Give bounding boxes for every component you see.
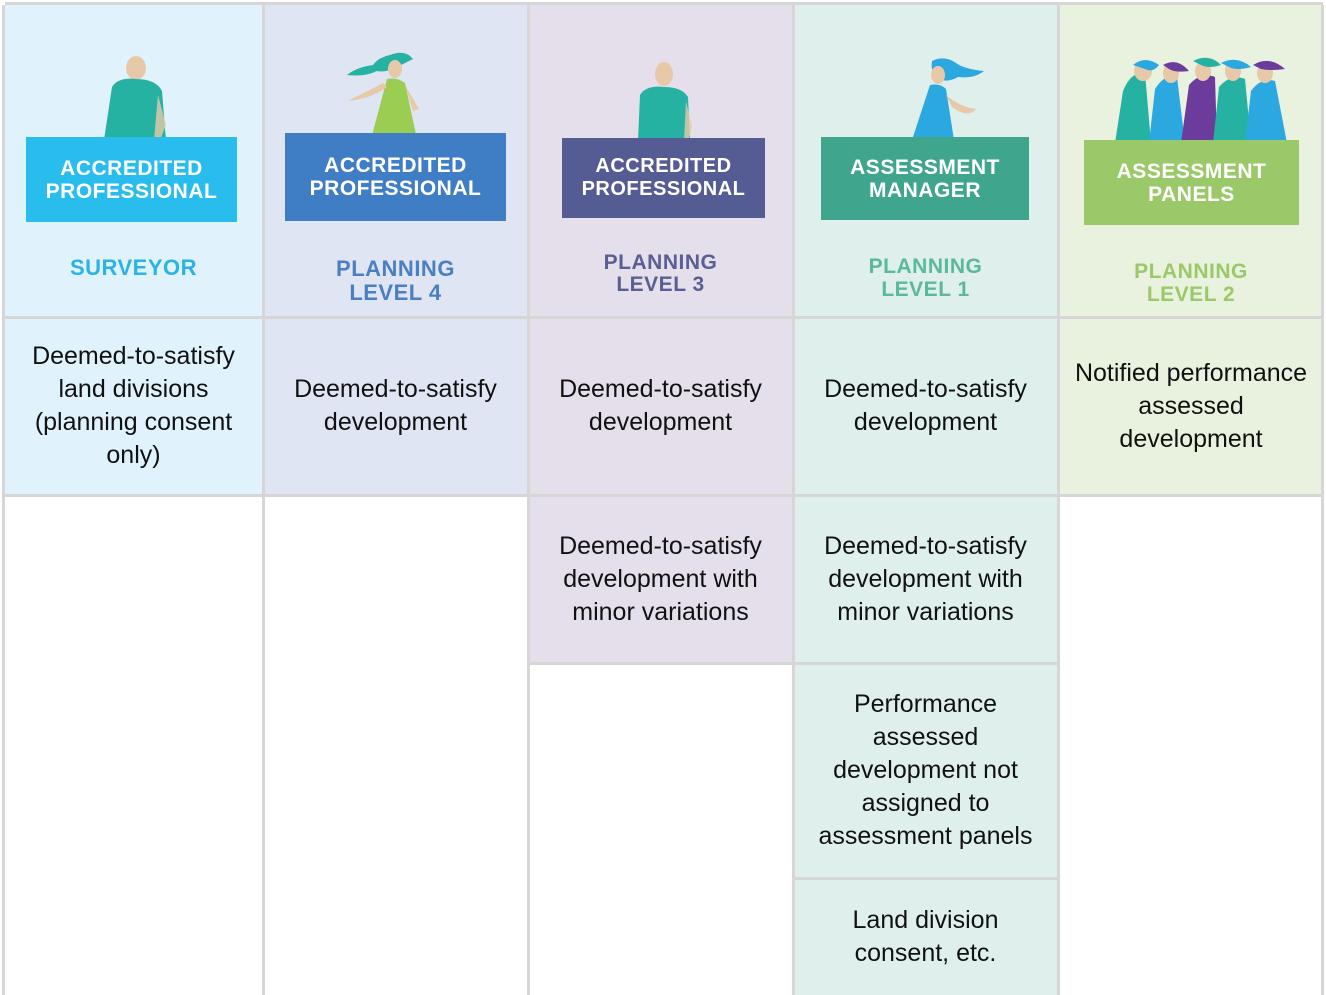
grid-line xyxy=(5,494,1323,497)
grid-line xyxy=(792,5,795,995)
woman-waving-icon xyxy=(347,52,419,139)
cell-text: Notified performance assessed developmen… xyxy=(1074,358,1308,453)
grid-line xyxy=(1321,5,1324,995)
subtitle-planning-level-1: PLANNING LEVEL 1 xyxy=(794,232,1057,301)
banner-label: ASSESSMENT PANELS xyxy=(1116,159,1267,206)
group-of-people-icon xyxy=(1115,57,1287,143)
subtitle-planning-level-3: PLANNING LEVEL 3 xyxy=(529,230,792,296)
cell-level3-row2: Deemed-to-satisfy development with minor… xyxy=(529,496,792,662)
subtitle-text: PLANNING LEVEL 4 xyxy=(336,256,455,305)
cell-text: Deemed-to-satisfy development xyxy=(824,375,1027,436)
person-seated-icon xyxy=(638,62,692,141)
subtitle-surveyor: SURVEYOR xyxy=(5,256,262,280)
cell-text: Deemed-to-satisfy development with minor… xyxy=(824,531,1027,626)
subtitle-text: SURVEYOR xyxy=(69,255,198,280)
banner-label: ASSESSMENT MANAGER xyxy=(850,155,1000,202)
cell-text: Land division consent, etc. xyxy=(852,906,999,967)
cell-level1-row4: Land division consent, etc. xyxy=(794,879,1057,995)
grid-line xyxy=(5,316,1323,319)
grid-line xyxy=(262,5,265,995)
cell-text: Deemed-to-satisfy development xyxy=(559,375,762,436)
cell-text: Deemed-to-satisfy land divisions (planni… xyxy=(32,342,235,469)
grid-line xyxy=(1057,5,1060,995)
subtitle-text: PLANNING LEVEL 2 xyxy=(1134,260,1248,306)
cell-level2-row1: Notified performance assessed developmen… xyxy=(1059,318,1323,494)
woman-waving-icon xyxy=(912,58,984,140)
cell-level1-row2: Deemed-to-satisfy development with minor… xyxy=(794,496,1057,662)
banner-accredited-professional-level4: ACCREDITED PROFESSIONAL xyxy=(285,133,506,221)
cell-level1-row1: Deemed-to-satisfy development xyxy=(794,318,1057,494)
banner-label: ACCREDITED PROFESSIONAL xyxy=(309,154,482,200)
subtitle-text: PLANNING LEVEL 3 xyxy=(603,251,718,296)
grid-line xyxy=(5,2,1323,5)
banner-assessment-panels: ASSESSMENT PANELS xyxy=(1084,140,1299,225)
cell-text: Performance assessed development not ass… xyxy=(818,690,1033,850)
grid-line xyxy=(2,5,5,995)
banner-label: ACCREDITED PROFESSIONAL xyxy=(45,156,218,203)
grid-line xyxy=(794,877,1057,880)
cell-text: Deemed-to-satisfy development xyxy=(294,375,497,436)
person-seated-icon xyxy=(104,56,166,140)
cell-text: Deemed-to-satisfy development with minor… xyxy=(559,531,762,626)
cell-level1-row3: Performance assessed development not ass… xyxy=(794,664,1057,877)
subtitle-text: PLANNING LEVEL 1 xyxy=(868,255,983,301)
cell-level3-row1: Deemed-to-satisfy development xyxy=(529,318,792,494)
banner-assessment-manager: ASSESSMENT MANAGER xyxy=(821,137,1029,220)
banner-accredited-professional-level3: ACCREDITED PROFESSIONAL xyxy=(562,138,765,218)
banner-accredited-professional-surveyor: ACCREDITED PROFESSIONAL xyxy=(26,137,237,222)
cell-surveyor-row1: Deemed-to-satisfy land divisions (planni… xyxy=(5,318,262,494)
subtitle-planning-level-2: PLANNING LEVEL 2 xyxy=(1059,237,1323,306)
grid-line xyxy=(527,5,530,995)
subtitle-planning-level-4: PLANNING LEVEL 4 xyxy=(264,233,527,305)
cell-level4-row1: Deemed-to-satisfy development xyxy=(264,318,527,494)
banner-label: ACCREDITED PROFESSIONAL xyxy=(581,155,746,200)
